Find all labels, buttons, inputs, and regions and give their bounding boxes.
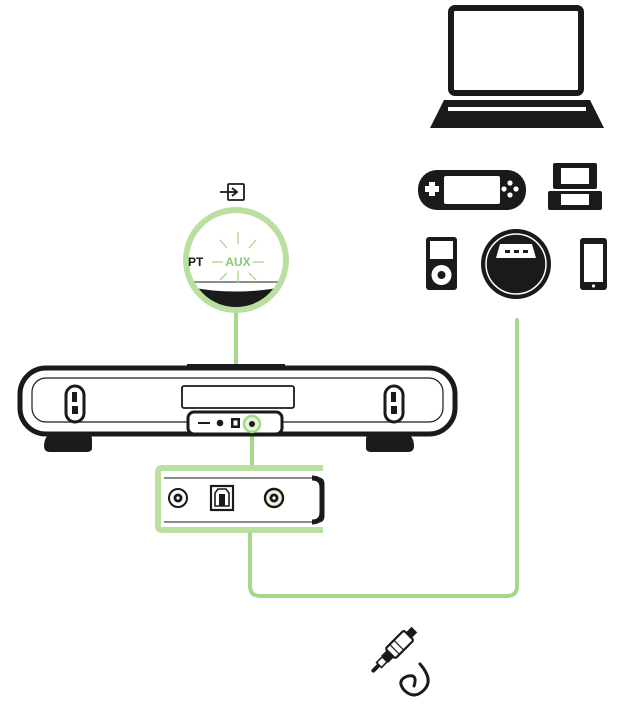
soundbar: [17, 364, 458, 452]
smartphone-icon: [580, 238, 607, 290]
optical-port-icon: [209, 484, 235, 512]
aux-cable: [248, 318, 519, 598]
laptop-icon: [430, 5, 604, 128]
audio-jack-plug-icon: [371, 626, 430, 697]
aux-input-port-icon: [263, 487, 285, 509]
input-source-icon: [220, 183, 245, 201]
coaxial-port-icon: [168, 488, 188, 508]
portable-audio-device-icon: [481, 229, 551, 299]
handheld-console-icon: [418, 170, 526, 210]
mode-label-left: PT: [188, 255, 204, 269]
mode-label-aux: AUX: [225, 255, 250, 269]
dual-screen-console-icon: [548, 163, 602, 210]
rear-panel-zoom: [155, 465, 325, 533]
media-player-icon: [426, 237, 457, 290]
